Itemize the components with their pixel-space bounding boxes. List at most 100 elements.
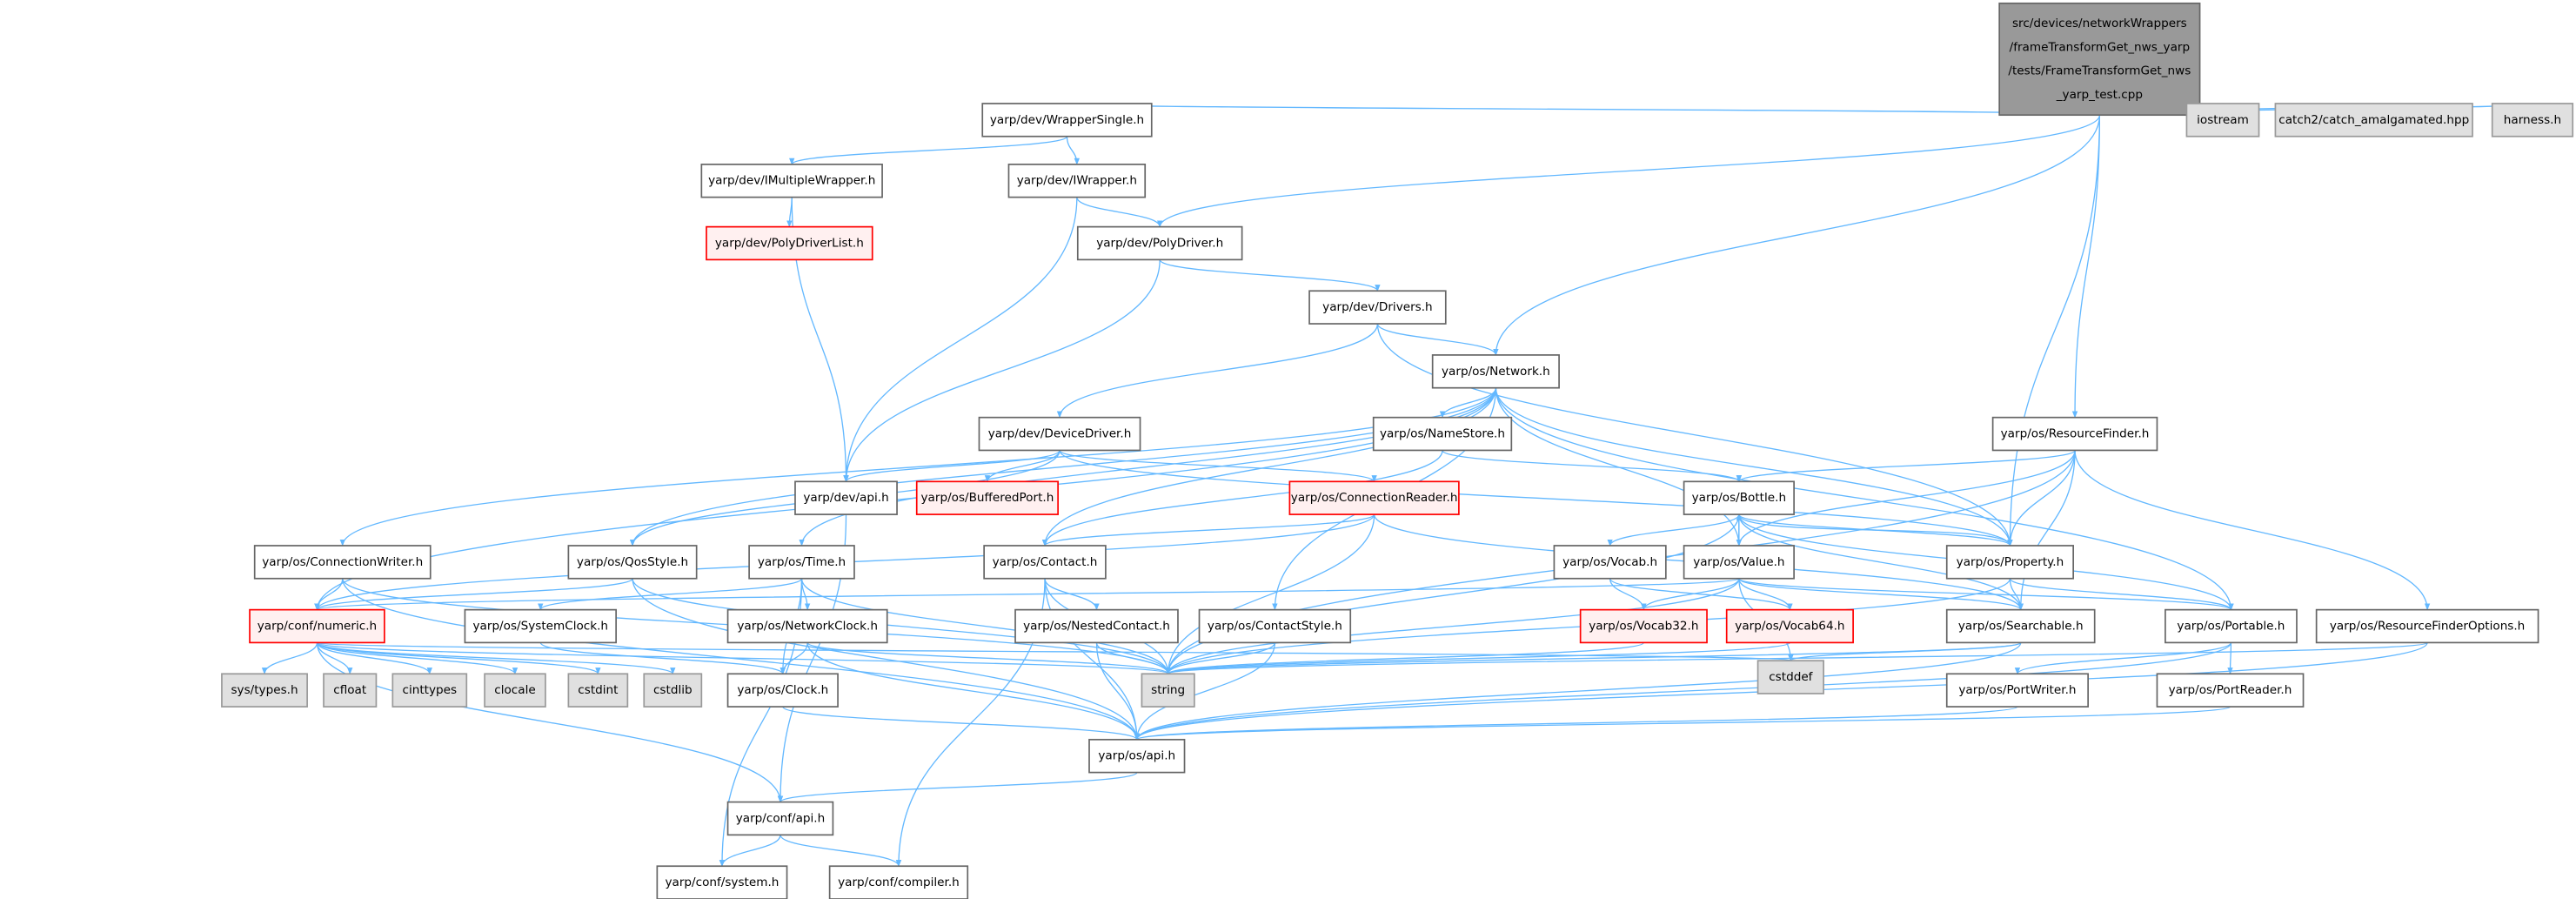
node-cfloat[interactable]: cfloat [323, 673, 378, 708]
node-polydriver[interactable]: yarp/dev/PolyDriver.h [1076, 225, 1243, 261]
node-systemclock[interactable]: yarp/os/SystemClock.h [464, 608, 617, 644]
node-vocab64[interactable]: yarp/os/Vocab64.h [1725, 608, 1854, 644]
node-label: sys/types.h [231, 683, 298, 697]
node-string[interactable]: string [1141, 673, 1195, 708]
edge-portable-to-portreader [2227, 642, 2233, 675]
edge-devicedriver-to-property [1059, 450, 2013, 547]
node-label: _yarp_test.cpp [2056, 88, 2143, 102]
node-harness[interactable]: harness.h [2491, 103, 2574, 138]
edge-connectionreader-to-string [1165, 514, 1375, 675]
node-clocale[interactable]: clocale [484, 673, 546, 708]
node-osapi[interactable]: yarp/os/api.h [1088, 738, 1186, 774]
node-devapi[interactable]: yarp/dev/api.h [794, 480, 898, 515]
edge-numeric-to-systypes [261, 642, 318, 675]
node-resourcefinder[interactable]: yarp/os/ResourceFinder.h [1991, 416, 2158, 452]
edge-property-to-portable [2009, 578, 2234, 611]
node-label: yarp/os/Bottle.h [1692, 491, 1786, 505]
node-label: yarp/conf/numeric.h [258, 620, 377, 634]
node-wrappersingle[interactable]: yarp/dev/WrapperSingle.h [981, 103, 1153, 138]
node-iwrapper[interactable]: yarp/dev/IWrapper.h [1007, 163, 1147, 198]
node-box [726, 608, 888, 644]
node-networkclock[interactable]: yarp/os/NetworkClock.h [726, 608, 888, 644]
node-contact[interactable]: yarp/os/Contact.h [983, 545, 1107, 580]
edge-osapi-to-confapi [777, 771, 1138, 803]
node-iostream[interactable]: iostream [2185, 103, 2260, 138]
edge-polydriver-to-drivers [1159, 258, 1381, 292]
node-portable[interactable]: yarp/os/Portable.h [2165, 608, 2298, 644]
node-network[interactable]: yarp/os/Network.h [1431, 354, 1560, 389]
node-label: yarp/os/api.h [1098, 749, 1175, 763]
edge-portable-to-osapi [1134, 642, 2232, 741]
node-clock[interactable]: yarp/os/Clock.h [726, 673, 839, 708]
edge-polydriver-to-devapi [843, 259, 1161, 483]
node-label: yarp/os/ConnectionWriter.h [262, 555, 423, 569]
node-label: yarp/dev/IMultipleWrapper.h [708, 174, 875, 188]
node-connectionreader[interactable]: yarp/os/ConnectionReader.h [1288, 480, 1460, 515]
node-box [1308, 290, 1447, 325]
node-box [1683, 545, 1795, 580]
node-box [1372, 416, 1513, 452]
edge-vocab64-to-string [1165, 641, 1791, 675]
node-property[interactable]: yarp/os/Property.h [1945, 545, 2075, 580]
node-label: /frameTransformGet_nws_yarp [2010, 40, 2190, 54]
node-devicedriver[interactable]: yarp/dev/DeviceDriver.h [978, 416, 1141, 452]
edge-numeric-to-clocale [316, 641, 519, 675]
node-namestore[interactable]: yarp/os/NameStore.h [1372, 416, 1513, 452]
node-value[interactable]: yarp/os/Value.h [1683, 545, 1795, 580]
node-vocab32[interactable]: yarp/os/Vocab32.h [1579, 608, 1708, 644]
edge-numeric-to-cstddef [316, 641, 1793, 661]
node-label: yarp/os/BufferedPort.h [921, 491, 1054, 505]
node-box [1007, 163, 1147, 198]
edge-wrappersingle-to-iwrapper [1066, 136, 1081, 165]
node-box [1088, 738, 1186, 774]
node-bufferedport[interactable]: yarp/os/BufferedPort.h [915, 480, 1059, 515]
edge-bottle-to-searchable [1738, 514, 2024, 611]
node-numeric[interactable]: yarp/conf/numeric.h [249, 608, 385, 644]
node-bottle[interactable]: yarp/os/Bottle.h [1683, 480, 1795, 515]
node-nestedcontact[interactable]: yarp/os/NestedContact.h [1014, 608, 1179, 644]
node-cinttypes[interactable]: cinttypes [391, 673, 468, 708]
node-vocab[interactable]: yarp/os/Vocab.h [1553, 545, 1667, 580]
node-label: clocale [494, 683, 535, 697]
node-portreader[interactable]: yarp/os/PortReader.h [2156, 673, 2305, 708]
edge-vocab-to-vocab64 [1609, 578, 1793, 611]
node-box [983, 545, 1107, 580]
node-box [2274, 103, 2473, 138]
node-main[interactable]: src/devices/networkWrappers/frameTransfo… [1998, 2, 2201, 117]
node-box [1998, 2, 2201, 117]
edge-drivers-to-property [1376, 324, 2013, 547]
edge-devicedriver-to-connectionreader [1059, 449, 1377, 483]
node-confsystem[interactable]: yarp/conf/system.h [656, 865, 788, 899]
node-label: yarp/os/PortReader.h [2169, 683, 2292, 697]
node-box [1945, 545, 2075, 580]
node-label: string [1151, 683, 1185, 697]
edge-time-to-string [800, 578, 1171, 675]
node-qosstyle[interactable]: yarp/os/QosStyle.h [567, 545, 698, 580]
node-drivers[interactable]: yarp/dev/Drivers.h [1308, 290, 1447, 325]
node-connectionwriter[interactable]: yarp/os/ConnectionWriter.h [253, 545, 432, 580]
node-catch2[interactable]: catch2/catch_amalgamated.hpp [2274, 103, 2473, 138]
edge-nestedcontact-to-osapi [1095, 642, 1140, 741]
node-imultiplewrapper[interactable]: yarp/dev/IMultipleWrapper.h [700, 163, 883, 198]
node-box [2315, 608, 2539, 644]
node-searchable[interactable]: yarp/os/Searchable.h [1945, 608, 2096, 644]
node-confapi[interactable]: yarp/conf/api.h [726, 801, 834, 836]
node-label: yarp/os/ConnectionReader.h [1291, 491, 1458, 505]
node-rfoptions[interactable]: yarp/os/ResourceFinderOptions.h [2315, 608, 2539, 644]
node-label: iostream [2197, 113, 2249, 127]
node-portwriter[interactable]: yarp/os/PortWriter.h [1945, 673, 2089, 708]
node-cstdlib[interactable]: cstdlib [643, 673, 703, 708]
edge-numeric-to-cinttypes [316, 642, 432, 675]
edge-value-to-string [1165, 578, 1740, 675]
node-confcompiler[interactable]: yarp/conf/compiler.h [828, 865, 969, 899]
node-polydriverlist[interactable]: yarp/dev/PolyDriverList.h [706, 225, 873, 261]
node-contactstyle[interactable]: yarp/os/ContactStyle.h [1198, 608, 1352, 644]
node-systypes[interactable]: sys/types.h [221, 673, 308, 708]
node-box [2491, 103, 2574, 138]
node-cstddef[interactable]: cstddef [1756, 660, 1824, 694]
node-cstdint[interactable]: cstdint [567, 673, 629, 708]
node-label: yarp/os/Clock.h [737, 683, 828, 697]
node-time[interactable]: yarp/os/Time.h [748, 545, 855, 580]
node-box [567, 545, 698, 580]
node-box [2156, 673, 2305, 708]
